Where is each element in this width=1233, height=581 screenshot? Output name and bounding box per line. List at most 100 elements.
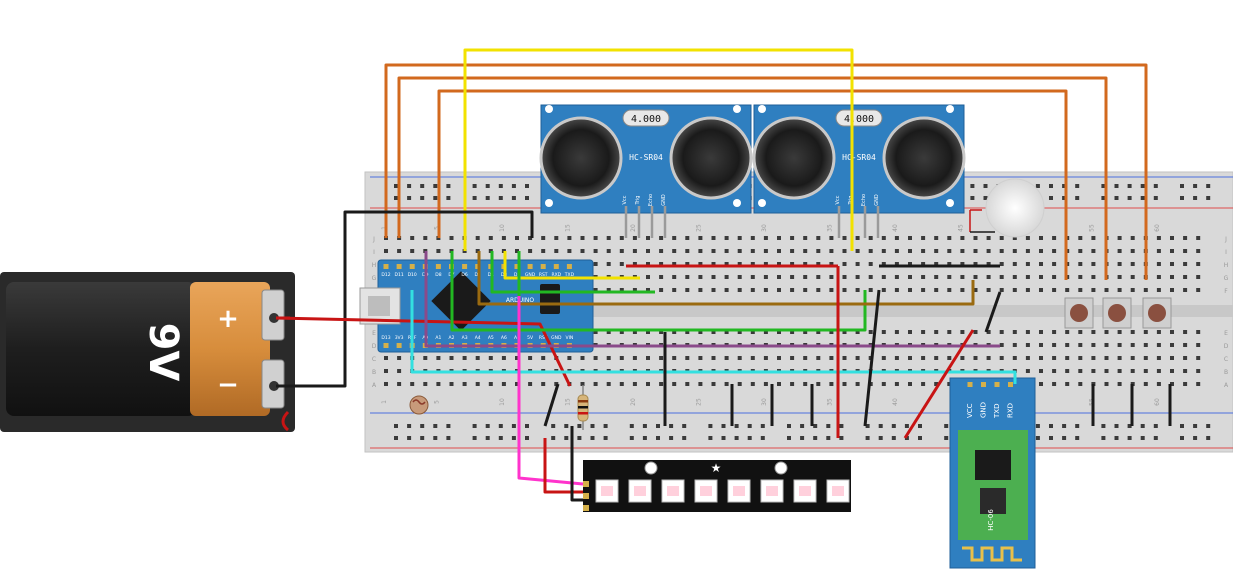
row-letter: D (372, 343, 377, 350)
breadboard-hole (1052, 275, 1057, 279)
rail-hole (747, 424, 752, 428)
breadboard-hole (763, 275, 768, 279)
breadboard-hole (737, 382, 742, 386)
breadboard-hole (672, 236, 677, 240)
arduino-pin (383, 264, 389, 269)
breadboard-hole (606, 356, 611, 360)
breadboard-hole (580, 249, 585, 253)
breadboard-hole (1078, 275, 1083, 279)
rail-hole (1153, 184, 1158, 188)
breadboard-hole (855, 356, 860, 360)
breadboard-hole (790, 288, 795, 292)
breadboard-hole (1196, 343, 1201, 347)
breadboard-hole (973, 236, 978, 240)
breadboard-hole (1130, 236, 1135, 240)
breadboard-hole (698, 288, 703, 292)
breadboard-hole (842, 288, 847, 292)
breadboard-hole (855, 249, 860, 253)
push-button-3 (1142, 297, 1172, 329)
breadboard-hole (1183, 330, 1188, 334)
column-number: 60 (1154, 224, 1161, 232)
rail-hole (1140, 424, 1145, 428)
rail-hole (446, 436, 451, 440)
breadboard-hole (763, 236, 768, 240)
breadboard-hole (1156, 275, 1161, 279)
row-letter: J (1224, 236, 1227, 243)
row-letter: J (372, 236, 375, 243)
breadboard-hole (1025, 275, 1030, 279)
row-letter: D (1224, 343, 1229, 350)
wire-brown (477, 251, 975, 306)
breadboard-hole (646, 330, 650, 334)
breadboard-hole (1130, 262, 1135, 266)
breadboard-hole (410, 249, 415, 253)
breadboard-hole (711, 330, 716, 334)
breadboard-hole (960, 288, 965, 292)
breadboard-hole (986, 288, 991, 292)
breadboard-hole (698, 356, 703, 360)
breadboard-hole (921, 249, 926, 253)
arduino-pin (383, 343, 389, 348)
breadboard-hole (1183, 369, 1188, 373)
breadboard-hole (973, 356, 978, 360)
arduino-pin (540, 264, 546, 269)
breadboard-hole (1130, 356, 1135, 360)
row-letter: A (372, 382, 377, 389)
rail-hole (760, 424, 765, 428)
bluetooth-pin (981, 382, 986, 387)
rail-hole (708, 424, 713, 428)
rail-hole (603, 436, 608, 440)
bluetooth-pin-label: RXD (1007, 403, 1015, 418)
breadboard-hole (593, 249, 598, 253)
breadboard-hole (868, 330, 873, 334)
breadboard-hole (1012, 288, 1017, 292)
bluetooth-pin (1008, 382, 1013, 387)
breadboard-hole (881, 330, 886, 334)
rail-hole (944, 424, 949, 428)
neopixel-stick: ★ (583, 460, 851, 512)
breadboard-hole (462, 382, 467, 386)
breadboard-hole (619, 288, 624, 292)
rail-hole (1062, 184, 1067, 188)
breadboard-hole (659, 330, 664, 334)
column-number: 5 (433, 400, 440, 404)
breadboard-hole (397, 369, 402, 373)
row-letter: H (1224, 262, 1229, 269)
breadboard-hole (659, 236, 664, 240)
breadboard-hole (908, 275, 912, 279)
breadboard-hole (606, 330, 611, 334)
breadboard-hole (1117, 262, 1122, 266)
breadboard-hole (790, 382, 795, 386)
breadboard-hole (606, 249, 611, 253)
breadboard-hole (960, 275, 965, 279)
breadboard-hole (606, 236, 611, 240)
breadboard-hole (1039, 288, 1043, 292)
breadboard-hole (763, 382, 768, 386)
breadboard-hole (947, 356, 952, 360)
rail-hole (747, 436, 752, 440)
rail-hole (420, 424, 425, 428)
breadboard-hole (515, 236, 519, 240)
arduino-pin (435, 264, 441, 269)
rail-hole (564, 424, 569, 428)
wire-yellow-sensor (463, 48, 854, 251)
breadboard-hole (1117, 288, 1122, 292)
column-number: 1 (381, 400, 388, 404)
breadboard-hole (580, 236, 585, 240)
breadboard-hole (986, 262, 991, 266)
breadboard-hole (698, 262, 703, 266)
breadboard-hole (580, 356, 585, 360)
breadboard-hole (921, 288, 926, 292)
breadboard-hole (1170, 249, 1174, 253)
rail-hole (498, 184, 503, 188)
breadboard-hole (777, 356, 781, 360)
breadboard-hole (1078, 369, 1083, 373)
breadboard-hole (803, 356, 808, 360)
breadboard-hole (908, 288, 912, 292)
breadboard-hole (1052, 330, 1057, 334)
rail-hole (642, 436, 647, 440)
rail-hole (472, 184, 477, 188)
breadboard-hole (1078, 382, 1083, 386)
rail-hole (420, 184, 425, 188)
breadboard-hole (894, 262, 899, 266)
